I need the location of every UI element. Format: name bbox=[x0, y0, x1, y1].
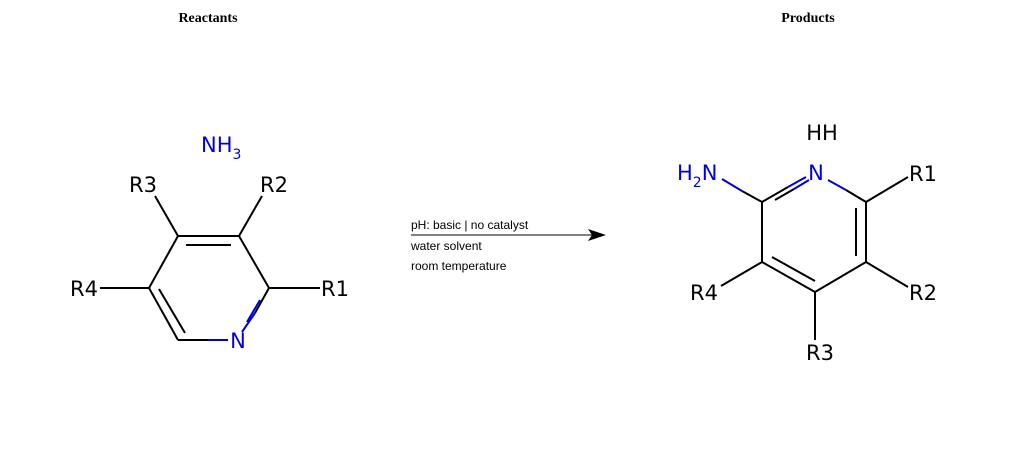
bond bbox=[865, 261, 909, 288]
reactant-pyridine: N R1 R2 R3 R4 bbox=[70, 173, 349, 353]
bond bbox=[158, 288, 186, 334]
bond bbox=[761, 186, 789, 203]
pyridine-nitrogen: N bbox=[230, 329, 246, 353]
bond bbox=[793, 179, 810, 190]
condition-line-1: pH: basic | no catalyst bbox=[411, 218, 529, 232]
bond bbox=[814, 261, 867, 293]
amine-nitrogen: N bbox=[702, 161, 718, 185]
reactant-r3-label: R3 bbox=[129, 173, 157, 197]
ammonia-subscript: 3 bbox=[233, 147, 242, 163]
bond bbox=[154, 195, 179, 237]
bond bbox=[827, 179, 847, 191]
arrow-head bbox=[588, 229, 606, 241]
product-nitrogen-hydrogens: HH bbox=[806, 121, 838, 145]
product-r1-label: R1 bbox=[909, 162, 937, 186]
bond bbox=[721, 178, 743, 192]
product-amine-group: H2N bbox=[677, 161, 717, 191]
condition-line-3: room temperature bbox=[411, 259, 507, 273]
bond bbox=[238, 235, 270, 289]
svg-text:NH3: NH3 bbox=[201, 133, 241, 163]
bond bbox=[148, 287, 179, 341]
bond bbox=[254, 287, 270, 314]
reactant-r1-label: R1 bbox=[321, 277, 349, 301]
reactant-r2-label: R2 bbox=[260, 173, 288, 197]
bond bbox=[771, 256, 816, 282]
reaction-arrow bbox=[411, 229, 606, 241]
reactants-header: Reactants bbox=[178, 11, 238, 26]
bond bbox=[720, 261, 763, 287]
products-header: Products bbox=[781, 11, 835, 26]
bond bbox=[148, 235, 179, 289]
product-r2-label: R2 bbox=[909, 281, 937, 305]
bond bbox=[241, 312, 256, 333]
ammonia-molecule: NH3 bbox=[201, 133, 241, 163]
bond bbox=[761, 261, 816, 293]
ammonia-label: NH bbox=[201, 133, 233, 157]
product-r4-label: R4 bbox=[690, 281, 718, 305]
bond bbox=[787, 176, 807, 188]
product-aminopyridine: HH N H2N R1 R2 R3 R4 bbox=[677, 121, 937, 365]
bond bbox=[845, 189, 867, 203]
bond bbox=[246, 299, 261, 323]
product-ring-nitrogen: N bbox=[808, 161, 824, 185]
reactant-r4-label: R4 bbox=[70, 277, 98, 301]
condition-line-2: water solvent bbox=[410, 239, 482, 253]
amine-subscript: 2 bbox=[693, 175, 702, 191]
amine-hydrogen: H bbox=[677, 161, 693, 185]
product-r3-label: R3 bbox=[806, 341, 834, 365]
bond bbox=[865, 176, 909, 203]
bond bbox=[774, 188, 795, 201]
bond bbox=[238, 195, 263, 237]
bond bbox=[741, 190, 763, 203]
